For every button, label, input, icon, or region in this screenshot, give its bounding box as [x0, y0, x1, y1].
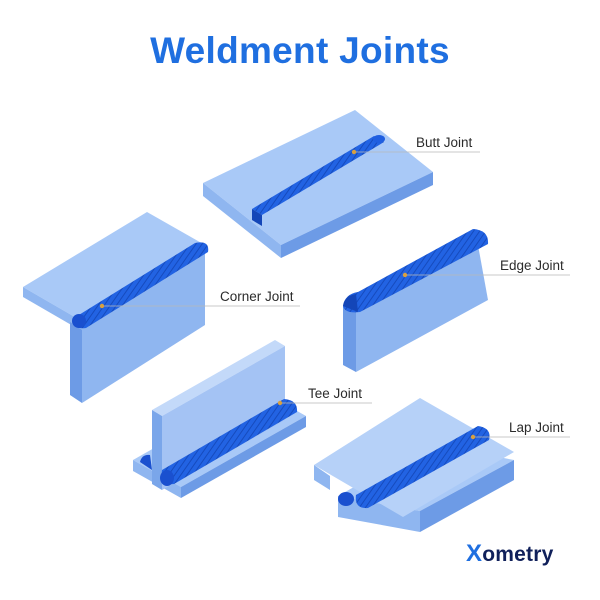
tee-joint-illustration [133, 340, 306, 498]
edge-weld-bead [343, 229, 489, 313]
xometry-logo: Xometry [466, 540, 553, 568]
edge-joint-callout: Edge Joint [402, 258, 570, 278]
lap-joint-illustration [314, 398, 514, 532]
logo-mark: X [466, 540, 483, 567]
corner-joint-label: Corner Joint [220, 289, 294, 304]
logo-text: ometry [482, 543, 554, 566]
tee-joint-callout: Tee Joint [277, 386, 372, 406]
corner-joint-callout: Corner Joint [99, 289, 300, 309]
lap-weld-bead [355, 426, 490, 509]
tee-weld-bead [161, 399, 298, 485]
butt-joint-label: Butt Joint [416, 135, 473, 150]
edge-joint-illustration [343, 229, 489, 372]
butt-weld-bead [252, 136, 384, 215]
lap-joint-callout: Lap Joint [470, 420, 570, 440]
corner-joint-illustration [23, 212, 209, 403]
butt-joint-illustration [203, 110, 433, 258]
lap-joint-label: Lap Joint [509, 420, 564, 435]
page-title: Weldment Joints [150, 30, 450, 71]
butt-joint-callout: Butt Joint [351, 135, 480, 155]
edge-joint-label: Edge Joint [500, 258, 564, 273]
tee-joint-label: Tee Joint [308, 386, 362, 401]
corner-weld-bead [73, 242, 209, 329]
